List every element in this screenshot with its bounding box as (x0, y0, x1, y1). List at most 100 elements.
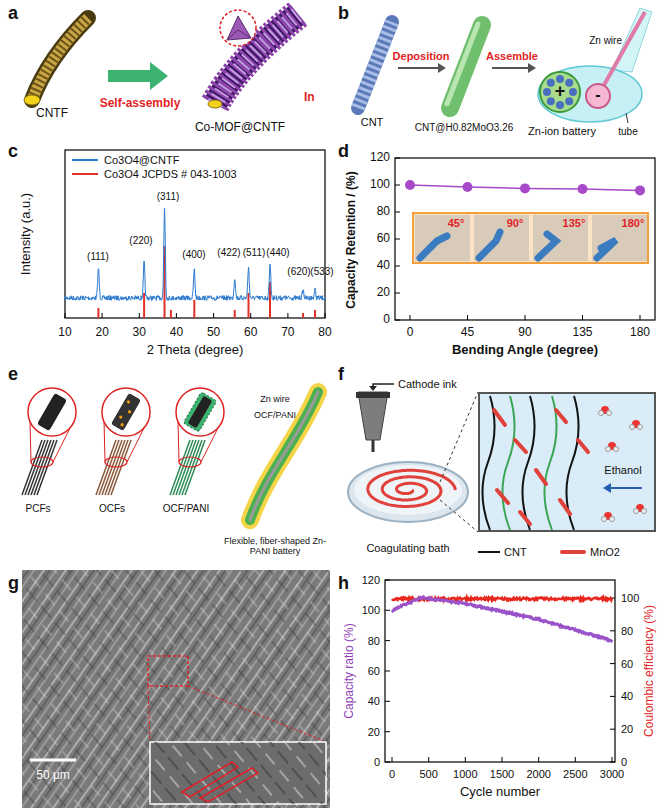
xrd-axes (250, 313, 251, 318)
mof-fiber (227, 30, 238, 40)
pani-bundle (183, 392, 217, 432)
legend-sample (72, 160, 98, 174)
mof-fiber (220, 10, 256, 46)
zoom-view (497, 490, 508, 503)
axis-title: Intensity (a.u.) (19, 193, 33, 275)
ocf-bundle (105, 457, 127, 467)
reference-bars (193, 300, 195, 318)
cycling-axes (502, 757, 503, 762)
battery-tube (565, 79, 573, 87)
tick-label: 60 (244, 326, 257, 339)
bending-photos (538, 234, 556, 258)
legend-sample (478, 551, 500, 553)
reference-bars (143, 293, 145, 318)
panel-letter: f (338, 365, 344, 385)
cycling-axes (610, 663, 615, 664)
cycling-axes (610, 729, 615, 730)
battery-tube (547, 97, 555, 105)
cycling-axes (392, 757, 393, 762)
sem-image (22, 570, 330, 808)
tick-label: 0 (407, 326, 414, 339)
tick-label: 80 (368, 635, 380, 647)
cycling-axes (385, 640, 390, 641)
capacity-series (392, 597, 612, 641)
tick-label: 20 (621, 723, 633, 735)
coagulating-dish (440, 392, 478, 482)
bending-axes (395, 158, 655, 320)
part-label: Zn wire (260, 395, 290, 405)
tick-label: 120 (370, 151, 390, 164)
tick-label: 80 (318, 326, 331, 339)
peak-label: (311) (157, 191, 180, 202)
zoom-view (522, 396, 534, 530)
xrd-axes (287, 313, 288, 318)
zoom-view (599, 411, 604, 416)
mof-fiber (208, 100, 222, 108)
cycling-axes (612, 757, 613, 762)
fiber-battery (250, 392, 318, 520)
cycling-axes (385, 580, 615, 762)
bending-photos (474, 215, 529, 261)
caption-note: Flexible, fiber-shaped Zn-PANI battery (220, 536, 330, 557)
cycling-axes (385, 610, 390, 611)
tick-label: 10 (58, 326, 71, 339)
ocf-bundle (120, 423, 124, 427)
peak-label: (111) (87, 251, 109, 262)
zoom-box: Ethanol (478, 392, 656, 532)
nozzle (372, 440, 375, 452)
step-label: Self-assembly (100, 97, 181, 110)
legend-sample (562, 550, 584, 554)
tick-label: 180 (630, 326, 650, 339)
green-arrow (108, 62, 168, 90)
cntf-fiber (32, 18, 88, 100)
fiber-label: OCFs (99, 503, 125, 514)
mof-fiber (238, 30, 251, 38)
process-arrow (438, 63, 446, 73)
part-label: Zn wire (589, 35, 622, 46)
sem-image (148, 686, 150, 742)
tick-label: 40 (170, 326, 183, 339)
zoom-view (536, 470, 546, 484)
sem-image (22, 570, 330, 808)
retention-series (463, 182, 473, 192)
tick-label: 0 (374, 756, 380, 768)
bending-photos (533, 215, 588, 261)
coated-fiber (447, 24, 482, 108)
tick-label: 0 (389, 768, 395, 780)
panel-letter: h (338, 574, 349, 594)
bending-axes (395, 293, 400, 294)
pani-bundle (188, 396, 213, 429)
reference-bars (98, 246, 315, 318)
axis-title: Bending Angle (degree) (452, 343, 598, 357)
peak-label: (620) (287, 266, 310, 277)
process-arrow (398, 67, 438, 69)
part-label: OCF/PANI (254, 411, 296, 421)
zoom-view (502, 396, 514, 530)
legend-text: Co3O4@CNTF (104, 154, 179, 166)
bending-photos (592, 215, 647, 261)
process-arrow (492, 67, 528, 69)
tick-label: 20 (368, 726, 380, 738)
tick-label: 1500 (490, 768, 514, 780)
sem-image (188, 686, 326, 742)
reference-bars (302, 313, 304, 318)
zoom-view (606, 442, 619, 452)
tick-label: 60 (377, 232, 390, 245)
legend-sample (72, 159, 98, 161)
pcf-bundle (30, 420, 31, 462)
cycling-axes (428, 757, 429, 762)
retention-series (635, 185, 645, 195)
tick-label: 120 (362, 574, 380, 586)
zoom-view (478, 392, 656, 532)
battery-tube (604, 12, 645, 85)
bending-axes (395, 158, 655, 320)
bending-photos (479, 232, 500, 258)
ocf-bundle (96, 388, 150, 495)
coagulating-dish (348, 462, 468, 522)
battery-tube (556, 101, 564, 109)
zoom-view (520, 512, 530, 524)
tick-label: 2500 (563, 768, 587, 780)
tick-label: 100 (621, 592, 639, 604)
pcf-bundle (37, 393, 67, 431)
ocf-bundle (126, 400, 130, 404)
